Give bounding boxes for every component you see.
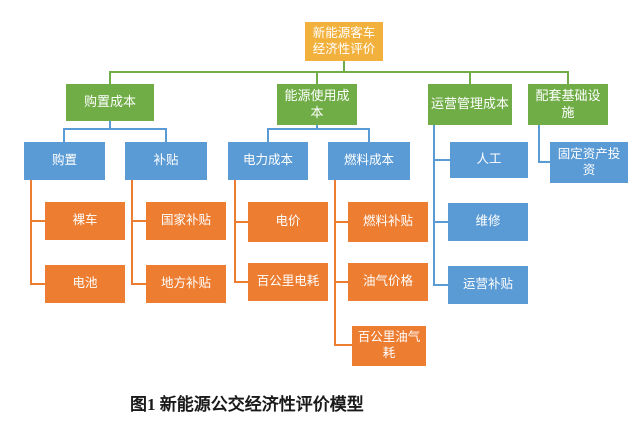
connector-stub xyxy=(63,128,65,142)
connector-stub xyxy=(538,161,550,163)
connector-stub xyxy=(109,71,111,84)
connector-stub xyxy=(433,159,450,161)
node-operation-management-cost: 运营管理成本 xyxy=(428,84,512,125)
connector-stub xyxy=(109,121,111,128)
connector-rail xyxy=(63,128,167,130)
node-supporting-infrastructure: 配套基础设施 xyxy=(528,84,608,125)
node-root: 新能源客车经济性评价 xyxy=(305,22,383,61)
connector-stub xyxy=(30,283,45,285)
connector-stub xyxy=(234,221,248,223)
connector-stub xyxy=(469,71,471,84)
connector-hang xyxy=(538,125,540,163)
node-fuel-subsidy: 燃料补贴 xyxy=(348,202,428,242)
connector-stub xyxy=(30,220,45,222)
connector-root-down xyxy=(343,61,345,71)
node-purchase-cost: 购置成本 xyxy=(66,84,154,121)
node-electricity-price: 电价 xyxy=(248,202,328,242)
connector-stub xyxy=(316,125,318,130)
connector-stub xyxy=(334,281,350,283)
node-local-subsidy: 地方补贴 xyxy=(146,265,226,303)
node-per-100km-oil-gas: 百公里油气耗 xyxy=(352,326,426,366)
node-oil-gas-price: 油气价格 xyxy=(348,263,428,301)
node-maintenance: 维修 xyxy=(448,203,528,241)
node-energy-use-cost: 能源使用成本 xyxy=(277,84,357,125)
connector-hang xyxy=(433,125,435,285)
connector-stub xyxy=(131,283,146,285)
connector-stub xyxy=(334,344,352,346)
connector-stub xyxy=(267,128,269,142)
figure-caption: 图1 新能源公交经济性评价模型 xyxy=(130,395,364,414)
node-battery: 电池 xyxy=(45,265,125,303)
connector-hang xyxy=(30,180,32,284)
connector-stub xyxy=(567,71,569,84)
connector-rail xyxy=(267,128,370,130)
connector-stub xyxy=(131,220,146,222)
connector-stub xyxy=(433,284,448,286)
connector-stub xyxy=(334,221,350,223)
node-subsidy: 补贴 xyxy=(125,142,207,180)
connector-stub xyxy=(368,128,370,142)
connector-stub xyxy=(316,71,318,84)
connector-stub xyxy=(234,281,248,283)
connector-hang xyxy=(131,180,133,284)
node-per-100km-electricity: 百公里电耗 xyxy=(248,263,328,301)
connector-level2-rail xyxy=(109,71,569,73)
node-electricity-cost: 电力成本 xyxy=(228,142,308,180)
node-bare-vehicle: 裸车 xyxy=(45,202,125,240)
node-purchase: 购置 xyxy=(24,142,105,180)
node-fixed-asset-investment: 固定资产投资 xyxy=(550,142,628,183)
node-operation-subsidy: 运营补贴 xyxy=(448,266,528,304)
node-national-subsidy: 国家补贴 xyxy=(146,202,226,240)
connector-hang xyxy=(334,180,336,346)
node-fuel-cost: 燃料成本 xyxy=(328,142,410,180)
connector-hang xyxy=(234,180,236,283)
node-labor: 人工 xyxy=(450,142,528,178)
connector-stub xyxy=(433,221,448,223)
connector-stub xyxy=(165,128,167,142)
